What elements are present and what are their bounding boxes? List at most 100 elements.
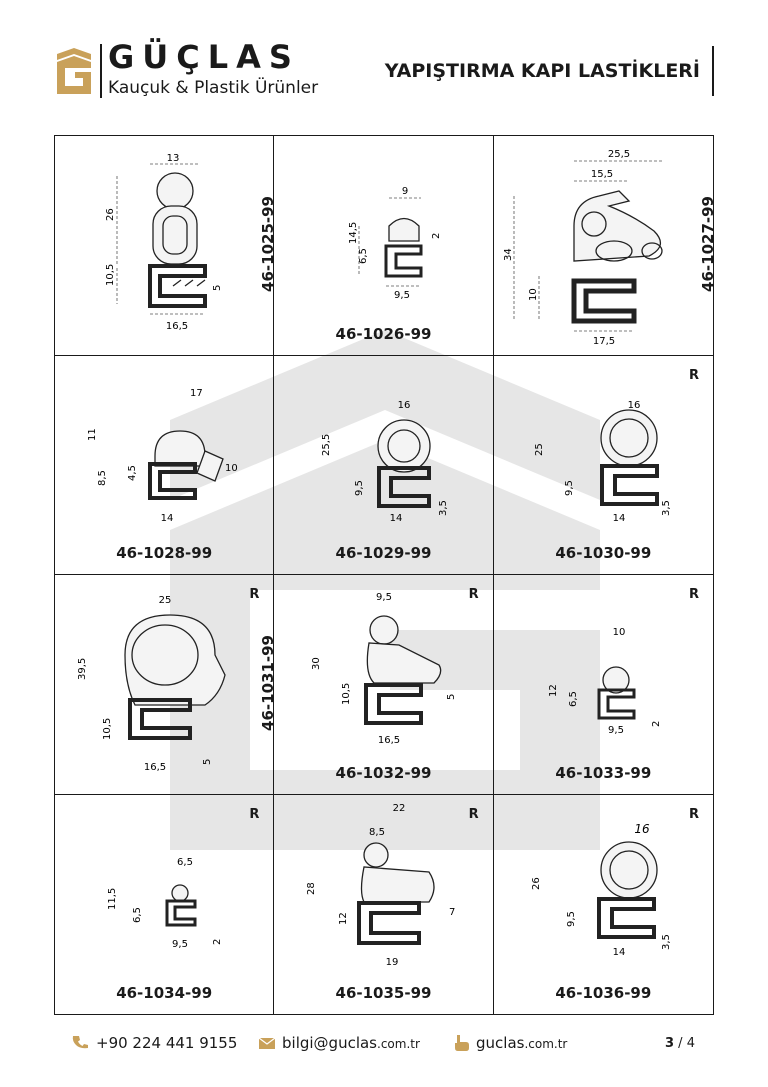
product-cell: 9,5 30 10,5 5 16,5 R 46-1032-99 [274,575,494,795]
dimension-label: 19 [386,957,399,968]
dimension-label: 5 [212,285,223,291]
dimension-label: 25 [534,443,545,456]
dimension-label: 11,5 [107,887,118,909]
phone-contact[interactable]: +90 224 441 9155 [72,1034,237,1052]
dimension-label: 11 [87,428,98,441]
dimension-label: 16 [398,400,411,411]
seal-profile-drawing [116,163,207,315]
page-number: 3 / 4 [665,1036,695,1051]
dimension-label: 5 [446,694,457,700]
product-code: 46-1032-99 [335,763,432,782]
seal-profile-drawing: 9,5 30 10,5 5 16,5 [311,592,457,746]
product-cell: 25,5 15,5 34 10 17,5 46-1027-99 [493,136,717,356]
phone-icon [72,1036,88,1049]
product-code: 46-1033-99 [555,763,652,782]
product-cell: 25 39,5 10,5 16,5 5 R 46-1031-99 [55,575,277,795]
watermark-logo-icon [170,330,600,850]
product-grid: 13 26 10,5 5 16,5 46-1025-99 9 14,5 6,5 … [54,135,717,1015]
product-code: 46-1028-99 [116,544,213,562]
seal-profile-drawing: 16 26 9,5 14 3,5 [531,822,672,958]
r-marker: R [468,587,479,602]
dimension-label: 9 [402,186,408,197]
product-cell: 16 25,5 9,5 14 3,5 46-1029-99 [274,355,494,575]
website-contact[interactable]: guclas.com.tr [452,1034,567,1052]
dimension-label: 9,5 [394,290,410,301]
dimension-label: 30 [311,657,322,670]
dimension-label: 16 [627,400,640,411]
dimension-label: 10,5 [105,264,116,286]
r-marker: R [249,806,260,822]
seal-profile-drawing: 25 39,5 10,5 16,5 5 [77,595,226,773]
dimension-label: 14 [612,947,625,958]
dimension-label: 6,5 [177,857,193,868]
product-code: 46-1026-99 [335,324,432,343]
product-code: 46-1035-99 [335,984,432,1002]
dimension-label: 6,5 [132,907,143,923]
dimension-label: 16,5 [144,762,166,773]
product-cell: 6,5 11,5 6,5 9,5 2 R 46-1034-99 [55,794,275,1014]
product-cell: 22 8,5 28 12 7 19 R 46-1035-99 [274,794,494,1014]
dimension-label: 3,5 [438,500,449,516]
header: GÜÇLAS Kauçuk & Plastik Ürünler YAPIŞTIR… [0,0,768,110]
email-domain: .com.tr [377,1037,420,1051]
seal-profile-drawing: 16 25 9,5 14 3,5 [534,400,672,524]
product-cell: 13 26 10,5 5 16,5 46-1025-99 [55,136,277,356]
dimension-label: 6,5 [358,248,369,264]
dimension-label: 9,5 [564,480,575,496]
dimension-label: 10 [528,288,539,301]
phone-number: +90 224 441 9155 [96,1034,238,1052]
dimension-label: 16 [634,822,650,836]
website-domain: .com.tr [524,1037,568,1051]
seal-profile-drawing: 16 25,5 9,5 14 3,5 [321,400,449,524]
dimension-label: 3,5 [661,500,672,516]
brand-name: GÜÇLAS [108,38,300,76]
product-code: 46-1029-99 [335,544,432,562]
dimension-label: 9,5 [608,725,624,736]
dimension-label: 2 [651,721,662,727]
dimension-label: 26 [105,208,116,221]
dimension-label: 14,5 [348,222,359,244]
dimension-label: 17 [190,388,203,399]
r-marker: R [468,806,479,822]
dimension-label: 2 [431,233,442,239]
brand-subtitle: Kauçuk & Plastik Ürünler [108,78,319,98]
dimension-label: 12 [338,912,349,925]
dimension-label: 16,5 [378,735,400,746]
product-code: 46-1036-99 [555,984,652,1002]
r-marker: R [688,367,699,383]
title-divider [712,46,714,96]
dimension-label: 9,5 [566,911,577,927]
dimension-label: 25 [159,595,172,606]
product-cell: 16 25 9,5 14 3,5 R 46-1030-99 [493,356,713,575]
dimension-label: 15,5 [591,169,613,180]
dimension-label: 25,5 [321,433,332,455]
dimension-label: 10 [612,627,625,638]
dimension-label: 5 [202,759,213,765]
seal-profile-drawing: 22 8,5 28 12 7 19 [306,803,455,968]
r-marker: R [249,587,260,602]
product-cell: 10 12 6,5 9,5 2 R 46-1033-99 [493,575,713,795]
r-marker: R [688,587,699,602]
pointing-hand-icon [455,1035,469,1051]
seal-profile-drawing: 6,5 11,5 6,5 9,5 2 [107,857,223,950]
dimension-label: 34 [503,248,514,261]
dimension-label: 16,5 [166,321,188,332]
dimension-label: 14 [390,513,403,524]
email-contact[interactable]: bilgi@guclas.com.tr [258,1034,420,1052]
product-cell: 16 26 9,5 14 3,5 R 46-1036-99 [494,795,713,1015]
dimension-label: 39,5 [77,658,88,680]
dimension-label: 9,5 [376,592,392,603]
dimension-label: 6,5 [568,691,579,707]
dimension-label: 28 [306,882,317,895]
product-code: 46-1034-99 [116,984,213,1002]
dimension-label: 7 [449,907,455,918]
envelope-icon [258,1037,276,1049]
product-cell: 17 11 8,5 4,5 10 14 46-1028-99 [55,355,275,575]
dimension-label: 2 [212,938,223,944]
dimension-label: 3,5 [661,934,672,950]
footer: +90 224 441 9155 bilgi@guclas.com.tr guc… [0,1030,768,1060]
product-code: 46-1030-99 [555,544,652,562]
dimension-label: 10,5 [341,683,352,705]
email-address: bilgi@guclas [282,1034,377,1052]
document-title: YAPIŞTIRMA KAPI LASTİKLERİ [384,60,700,82]
